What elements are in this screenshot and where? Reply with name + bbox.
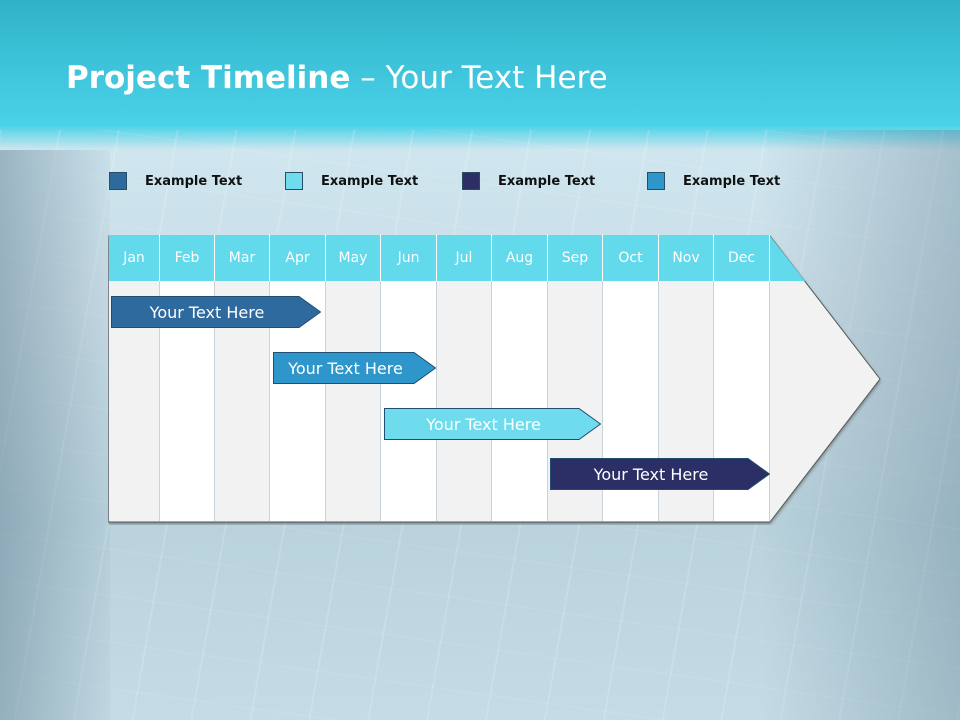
month-column-jun [381, 281, 437, 521]
legend-item-2: Example Text [285, 170, 418, 192]
task-bar-4[interactable]: Your Text Here [550, 458, 770, 490]
title-bold: Project Timeline [66, 60, 351, 96]
legend-swatch-2 [285, 172, 303, 190]
legend-label-4: Example Text [683, 173, 781, 189]
task-label-2: Your Text Here [288, 358, 403, 378]
month-column-may [326, 281, 381, 521]
month-header-oct: Oct [603, 235, 659, 281]
slide-title: Project Timeline – Your Text Here [66, 60, 608, 96]
task-bar-3[interactable]: Your Text Here [384, 408, 601, 440]
month-header-sep: Sep [548, 235, 603, 281]
month-header-apr: Apr [270, 235, 326, 281]
task-arrow-shape-4 [550, 458, 770, 490]
month-header-nov: Nov [659, 235, 714, 281]
legend-swatch-1 [109, 172, 127, 190]
month-column-jul [437, 281, 492, 521]
month-header-jan: Jan [109, 235, 160, 281]
task-label-3: Your Text Here [426, 414, 541, 434]
month-header-jul: Jul [437, 235, 492, 281]
legend-label-1: Example Text [145, 173, 243, 189]
legend-item-1: Example Text [109, 170, 242, 192]
title-rest: – Your Text Here [350, 60, 608, 96]
legend-swatch-3 [462, 172, 480, 190]
task-bar-1[interactable]: Your Text Here [111, 296, 321, 328]
month-header-feb: Feb [160, 235, 215, 281]
month-header-mar: Mar [215, 235, 270, 281]
task-bar-2[interactable]: Your Text Here [273, 352, 436, 384]
month-header-dec: Dec [714, 235, 770, 281]
legend-item-4: Example Text [647, 170, 780, 192]
task-label-1: Your Text Here [149, 302, 265, 322]
month-header-may: May [326, 235, 381, 281]
task-label-4: Your Text Here [593, 464, 709, 484]
background-building-left [0, 150, 110, 720]
month-header-jun: Jun [381, 235, 437, 281]
month-column-aug [492, 281, 548, 521]
legend-label-3: Example Text [498, 173, 596, 189]
month-header-aug: Aug [492, 235, 548, 281]
task-arrow-shape-2 [273, 352, 436, 384]
legend-item-3: Example Text [462, 170, 595, 192]
legend-label-2: Example Text [321, 173, 419, 189]
legend-swatch-4 [647, 172, 665, 190]
task-arrow-shape-3 [384, 408, 601, 440]
task-arrow-shape-1 [111, 296, 321, 328]
